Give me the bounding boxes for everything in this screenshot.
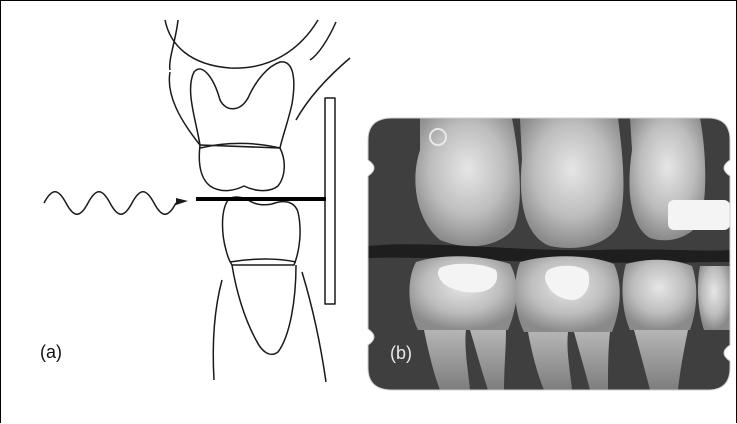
lower-premolar-2 <box>698 266 730 330</box>
mandible-left <box>213 280 222 380</box>
xray-wave <box>44 192 176 215</box>
panel-label-b: (b) <box>390 343 412 364</box>
xray-arrowhead <box>176 198 188 205</box>
maxilla-outline <box>165 20 318 68</box>
upper-tooth-crown <box>199 145 284 191</box>
lower-tooth-crown <box>223 197 301 265</box>
upper-molar-1 <box>415 118 520 246</box>
maxilla-side-right <box>296 58 350 120</box>
mandible-right <box>302 272 326 382</box>
maxilla-side-left <box>169 72 200 145</box>
maxilla-outer-right <box>310 22 336 60</box>
lower-tooth-root <box>232 265 296 354</box>
bitewing-radiograph <box>368 118 730 390</box>
upper-tooth-roots <box>191 62 294 148</box>
upper-restoration <box>668 200 730 230</box>
film-sensor <box>325 98 335 304</box>
lower-cej-line <box>230 259 296 262</box>
lower-premolar <box>623 260 697 330</box>
panel-label-a: (a) <box>40 342 62 363</box>
upper-molar-2 <box>520 118 623 248</box>
